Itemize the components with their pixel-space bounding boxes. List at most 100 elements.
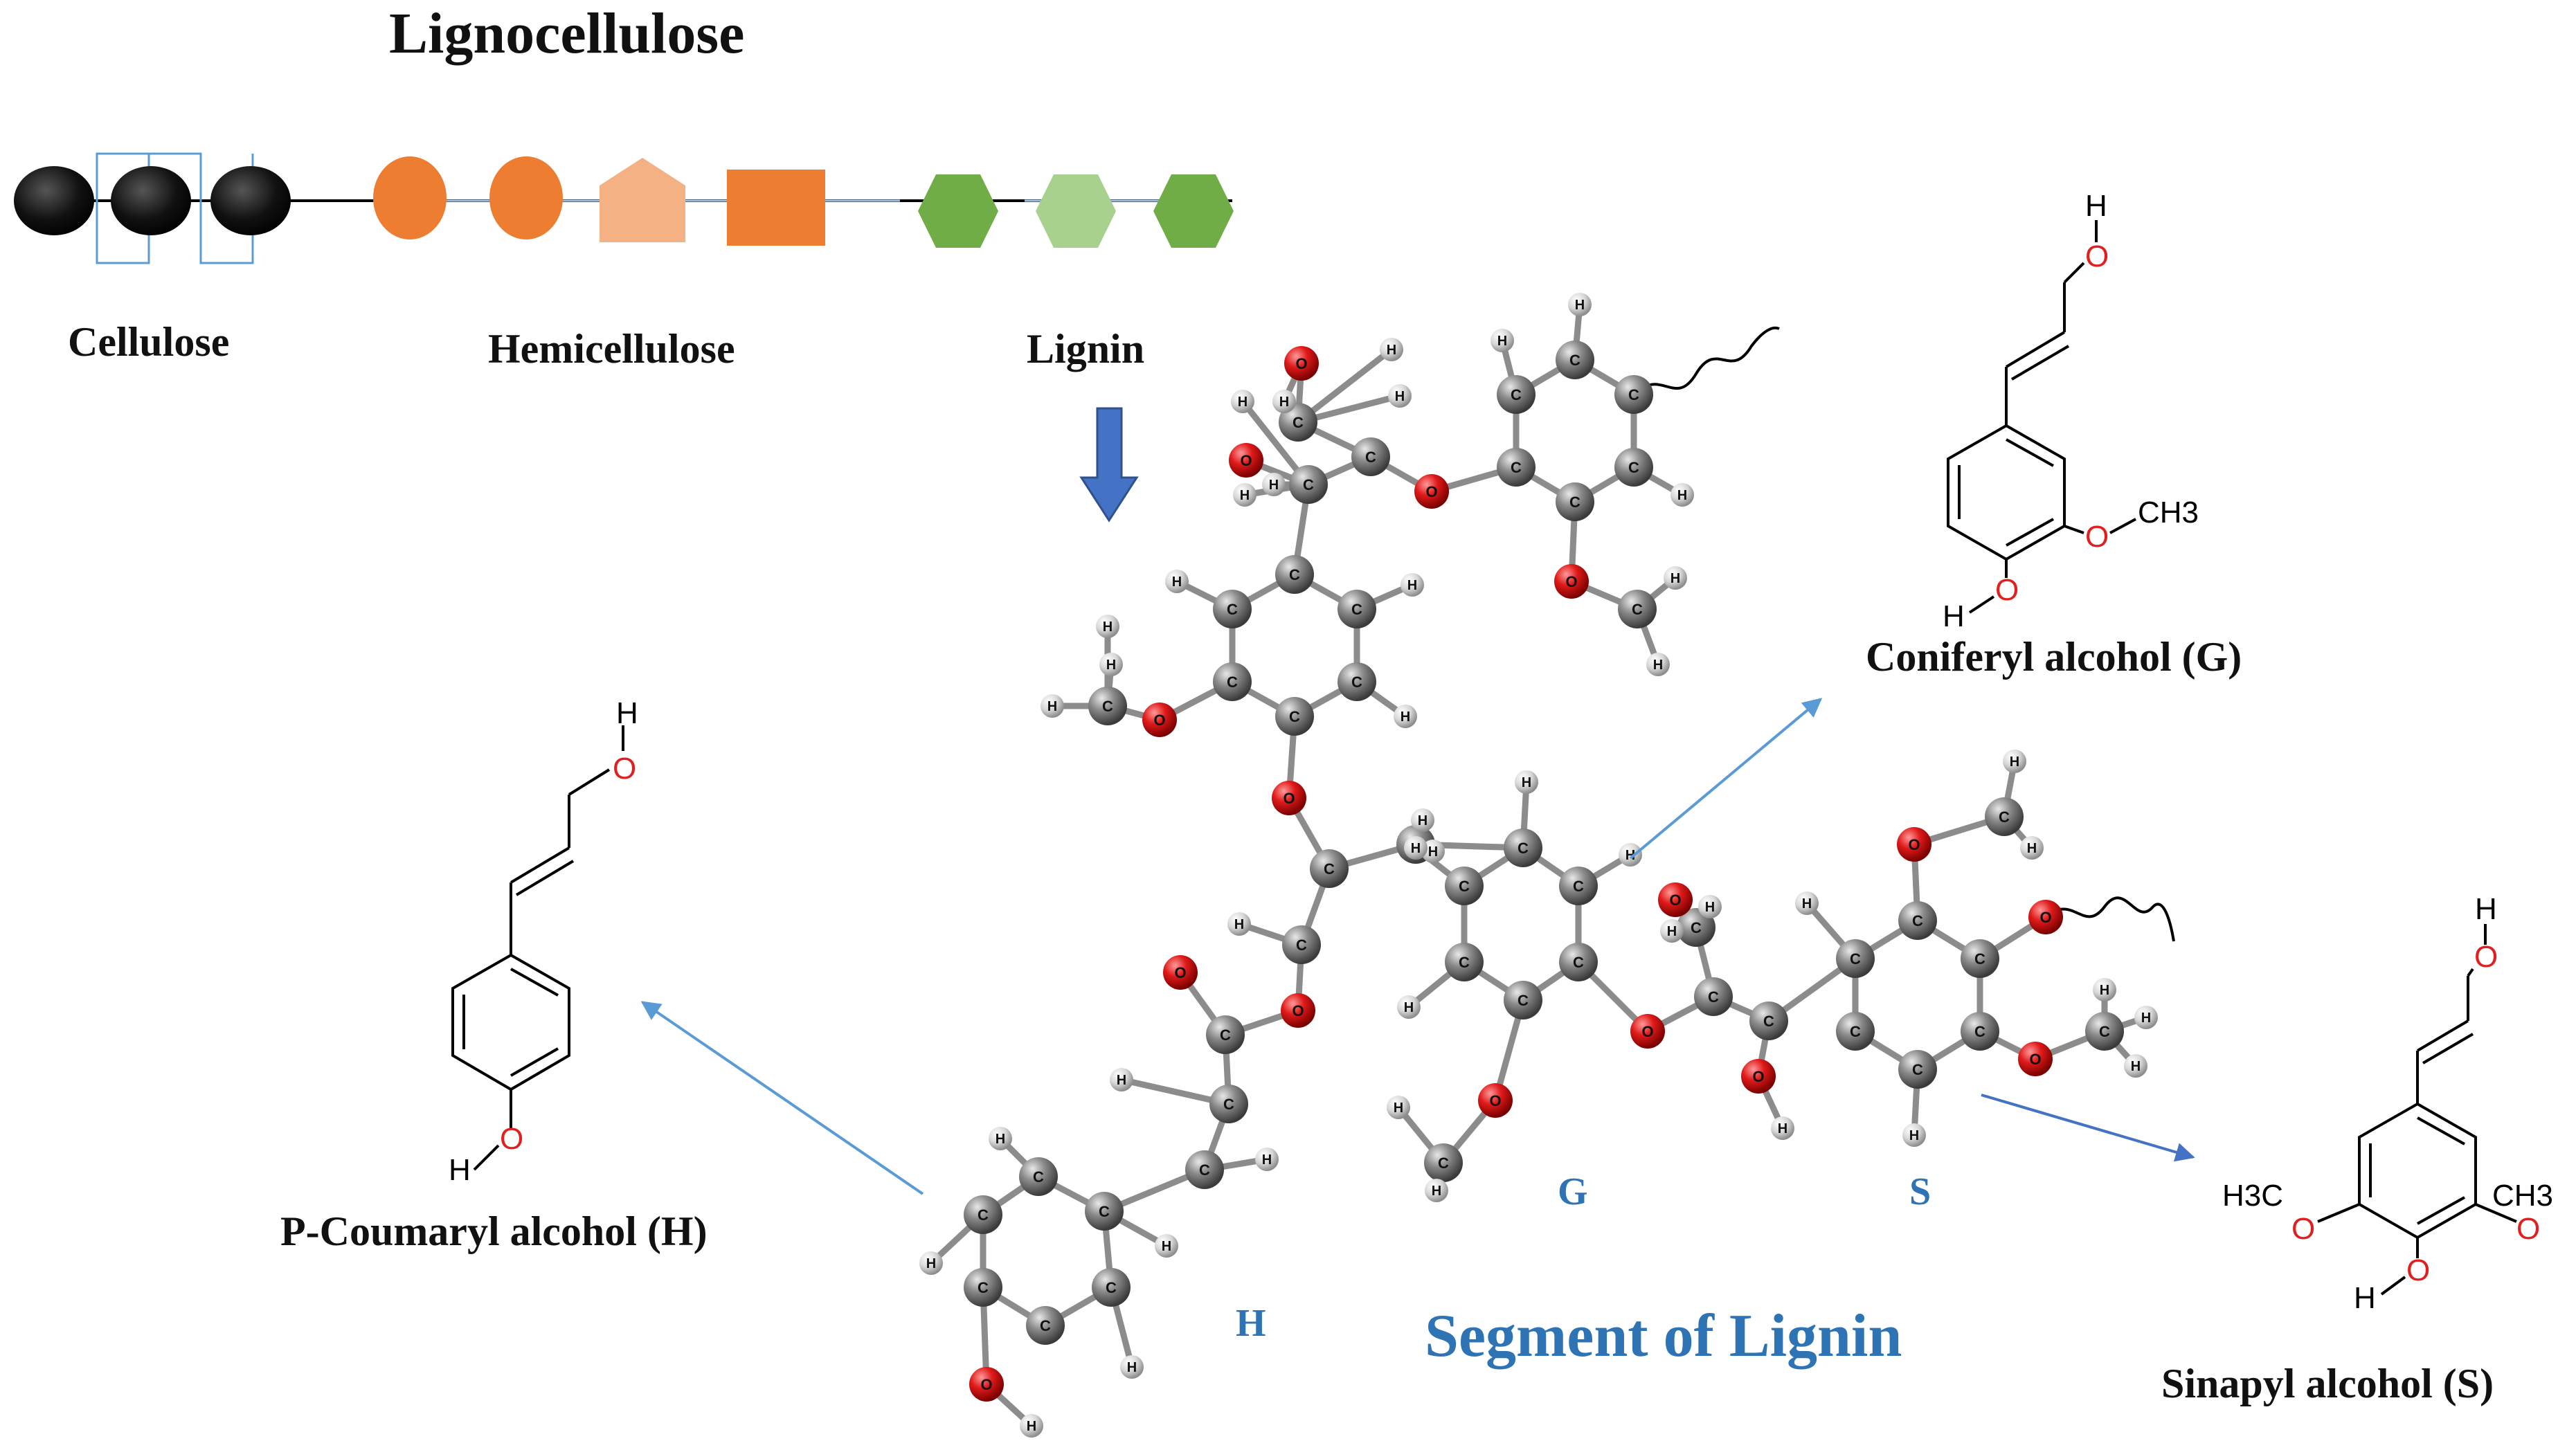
carbon-atom xyxy=(1310,849,1349,888)
atom-symbol: C xyxy=(1099,1203,1110,1220)
atom-symbol: C xyxy=(1033,1168,1044,1186)
chain-continuation-right xyxy=(2044,896,2175,942)
atom-symbol: C xyxy=(1691,919,1702,936)
atom-symbol: C xyxy=(1632,601,1643,618)
atom-symbol: C xyxy=(1569,352,1580,369)
atom-symbol: H xyxy=(1670,571,1680,586)
hydrogen-atom xyxy=(1568,293,1592,316)
atom-symbol: H xyxy=(1279,395,1289,410)
atom-symbol: C xyxy=(1351,601,1362,618)
carbon-atom xyxy=(1275,555,1314,594)
atom-symbol: H xyxy=(1404,1000,1414,1015)
carbon-atom xyxy=(1209,1085,1248,1123)
atom-symbol: H xyxy=(1667,924,1677,939)
atom-symbol: H xyxy=(2010,754,2019,770)
hydrogen-atom xyxy=(1404,836,1427,860)
coniferyl-ome-ch3: CH3 xyxy=(2138,496,2199,529)
atom-symbol: O xyxy=(1669,891,1681,909)
atom-symbol: H xyxy=(1653,658,1663,673)
hydrogen-atom xyxy=(1272,390,1296,413)
hydrogen-atom xyxy=(2093,978,2116,1002)
atom-symbol: H xyxy=(1103,619,1113,635)
atom-symbol: C xyxy=(1628,386,1639,404)
oxygen-atom xyxy=(1741,1059,1776,1094)
sinapyl-ome-left-o: O xyxy=(2291,1212,2315,1246)
hydrogen-atom xyxy=(1664,566,1687,590)
atom-symbol: O xyxy=(2039,909,2051,926)
atom-symbol: H xyxy=(1909,1128,1919,1143)
atom-symbol: C xyxy=(1517,992,1529,1009)
carbon-atom xyxy=(1213,590,1252,628)
atom-symbol: C xyxy=(1220,1026,1231,1044)
unit-s-label: S xyxy=(1909,1170,1931,1213)
atom-symbol: H xyxy=(1705,900,1715,915)
atom-symbol: H xyxy=(926,1256,936,1271)
atom-symbol: C xyxy=(1292,414,1304,431)
atom-symbol: C xyxy=(1511,386,1522,404)
atom-symbol: C xyxy=(1763,1013,1774,1030)
atom-symbol: H xyxy=(1802,896,1812,912)
hydrogen-atom xyxy=(1490,329,1514,352)
atom-symbol: O xyxy=(980,1376,992,1393)
hydrogen-atom xyxy=(1619,843,1642,867)
atom-symbol: O xyxy=(1153,712,1165,729)
hydrogen-atom xyxy=(1397,995,1421,1019)
polymer-chain xyxy=(14,152,1234,264)
atom-symbol: H xyxy=(1625,848,1635,863)
atom-symbol: O xyxy=(2029,1051,2041,1068)
oxygen-atom xyxy=(1163,955,1198,990)
atom-symbol: H xyxy=(1047,699,1057,714)
atom-symbol: H xyxy=(1238,395,1248,410)
sinapyl-structure xyxy=(2317,924,2517,1296)
carbon-atom xyxy=(1749,1002,1788,1040)
atom-symbol: H xyxy=(1395,389,1405,404)
carbon-atom xyxy=(1424,1143,1463,1182)
atom-symbol: H xyxy=(1497,334,1507,349)
carbon-atom xyxy=(1213,662,1252,701)
coniferyl-ome-o: O xyxy=(2085,520,2109,554)
atom-symbol: C xyxy=(1569,493,1580,511)
coniferyl-oh-top-h: H xyxy=(2085,189,2107,223)
oxygen-atom xyxy=(969,1367,1004,1402)
hydrogen-atom xyxy=(1771,1116,1794,1140)
atom-symbol: H xyxy=(1575,298,1585,313)
coumaryl-structure xyxy=(451,725,624,1171)
atom-symbol: C xyxy=(1040,1317,1051,1334)
coumaryl-oh-bottom-o: O xyxy=(500,1122,523,1156)
atom-symbol: C xyxy=(978,1279,989,1296)
hydrogen-atom xyxy=(1902,1123,1926,1147)
atom-symbol: C xyxy=(1324,860,1335,878)
atom-symbol: O xyxy=(1425,483,1437,500)
atom-symbol: H xyxy=(2100,983,2109,998)
sinapyl-ome-right-o: O xyxy=(2516,1212,2540,1246)
carbon-atom xyxy=(1445,943,1484,981)
hydrogen-atom xyxy=(1400,573,1424,597)
oxygen-atom xyxy=(2028,900,2063,934)
carbon-atom xyxy=(1985,797,2024,836)
lignin-unit-2 xyxy=(1036,174,1116,248)
hemicellulose-unit-1 xyxy=(373,156,447,239)
atom-symbol: H xyxy=(1106,658,1116,673)
atom-symbol: C xyxy=(1999,808,2010,826)
carbon-atom xyxy=(1836,939,1875,978)
bond xyxy=(1296,347,1394,425)
hydrogen-atom xyxy=(1646,653,1670,676)
carbon-atom xyxy=(1337,590,1376,628)
atom-symbol: H xyxy=(1027,1419,1036,1434)
atom-symbol: C xyxy=(1459,878,1470,895)
carbon-atom xyxy=(964,1195,1002,1234)
coumaryl-oh-top-o: O xyxy=(613,752,636,786)
carbon-atom xyxy=(1556,341,1594,379)
carbon-atom xyxy=(1085,1192,1124,1231)
atom-symbol: C xyxy=(1365,448,1376,466)
carbon-atom xyxy=(1556,482,1594,521)
coumaryl-label: P-Coumaryl alcohol (H) xyxy=(280,1208,708,1254)
oxygen-atom xyxy=(1630,1014,1665,1049)
atom-symbol: H xyxy=(1127,1360,1137,1375)
lignin-label: Lignin xyxy=(1027,326,1145,372)
atom-symbol: H xyxy=(996,1132,1005,1147)
hydrogen-atom xyxy=(919,1251,943,1275)
cellulose-unit-1 xyxy=(14,166,94,235)
carbon-atom xyxy=(1289,465,1328,504)
